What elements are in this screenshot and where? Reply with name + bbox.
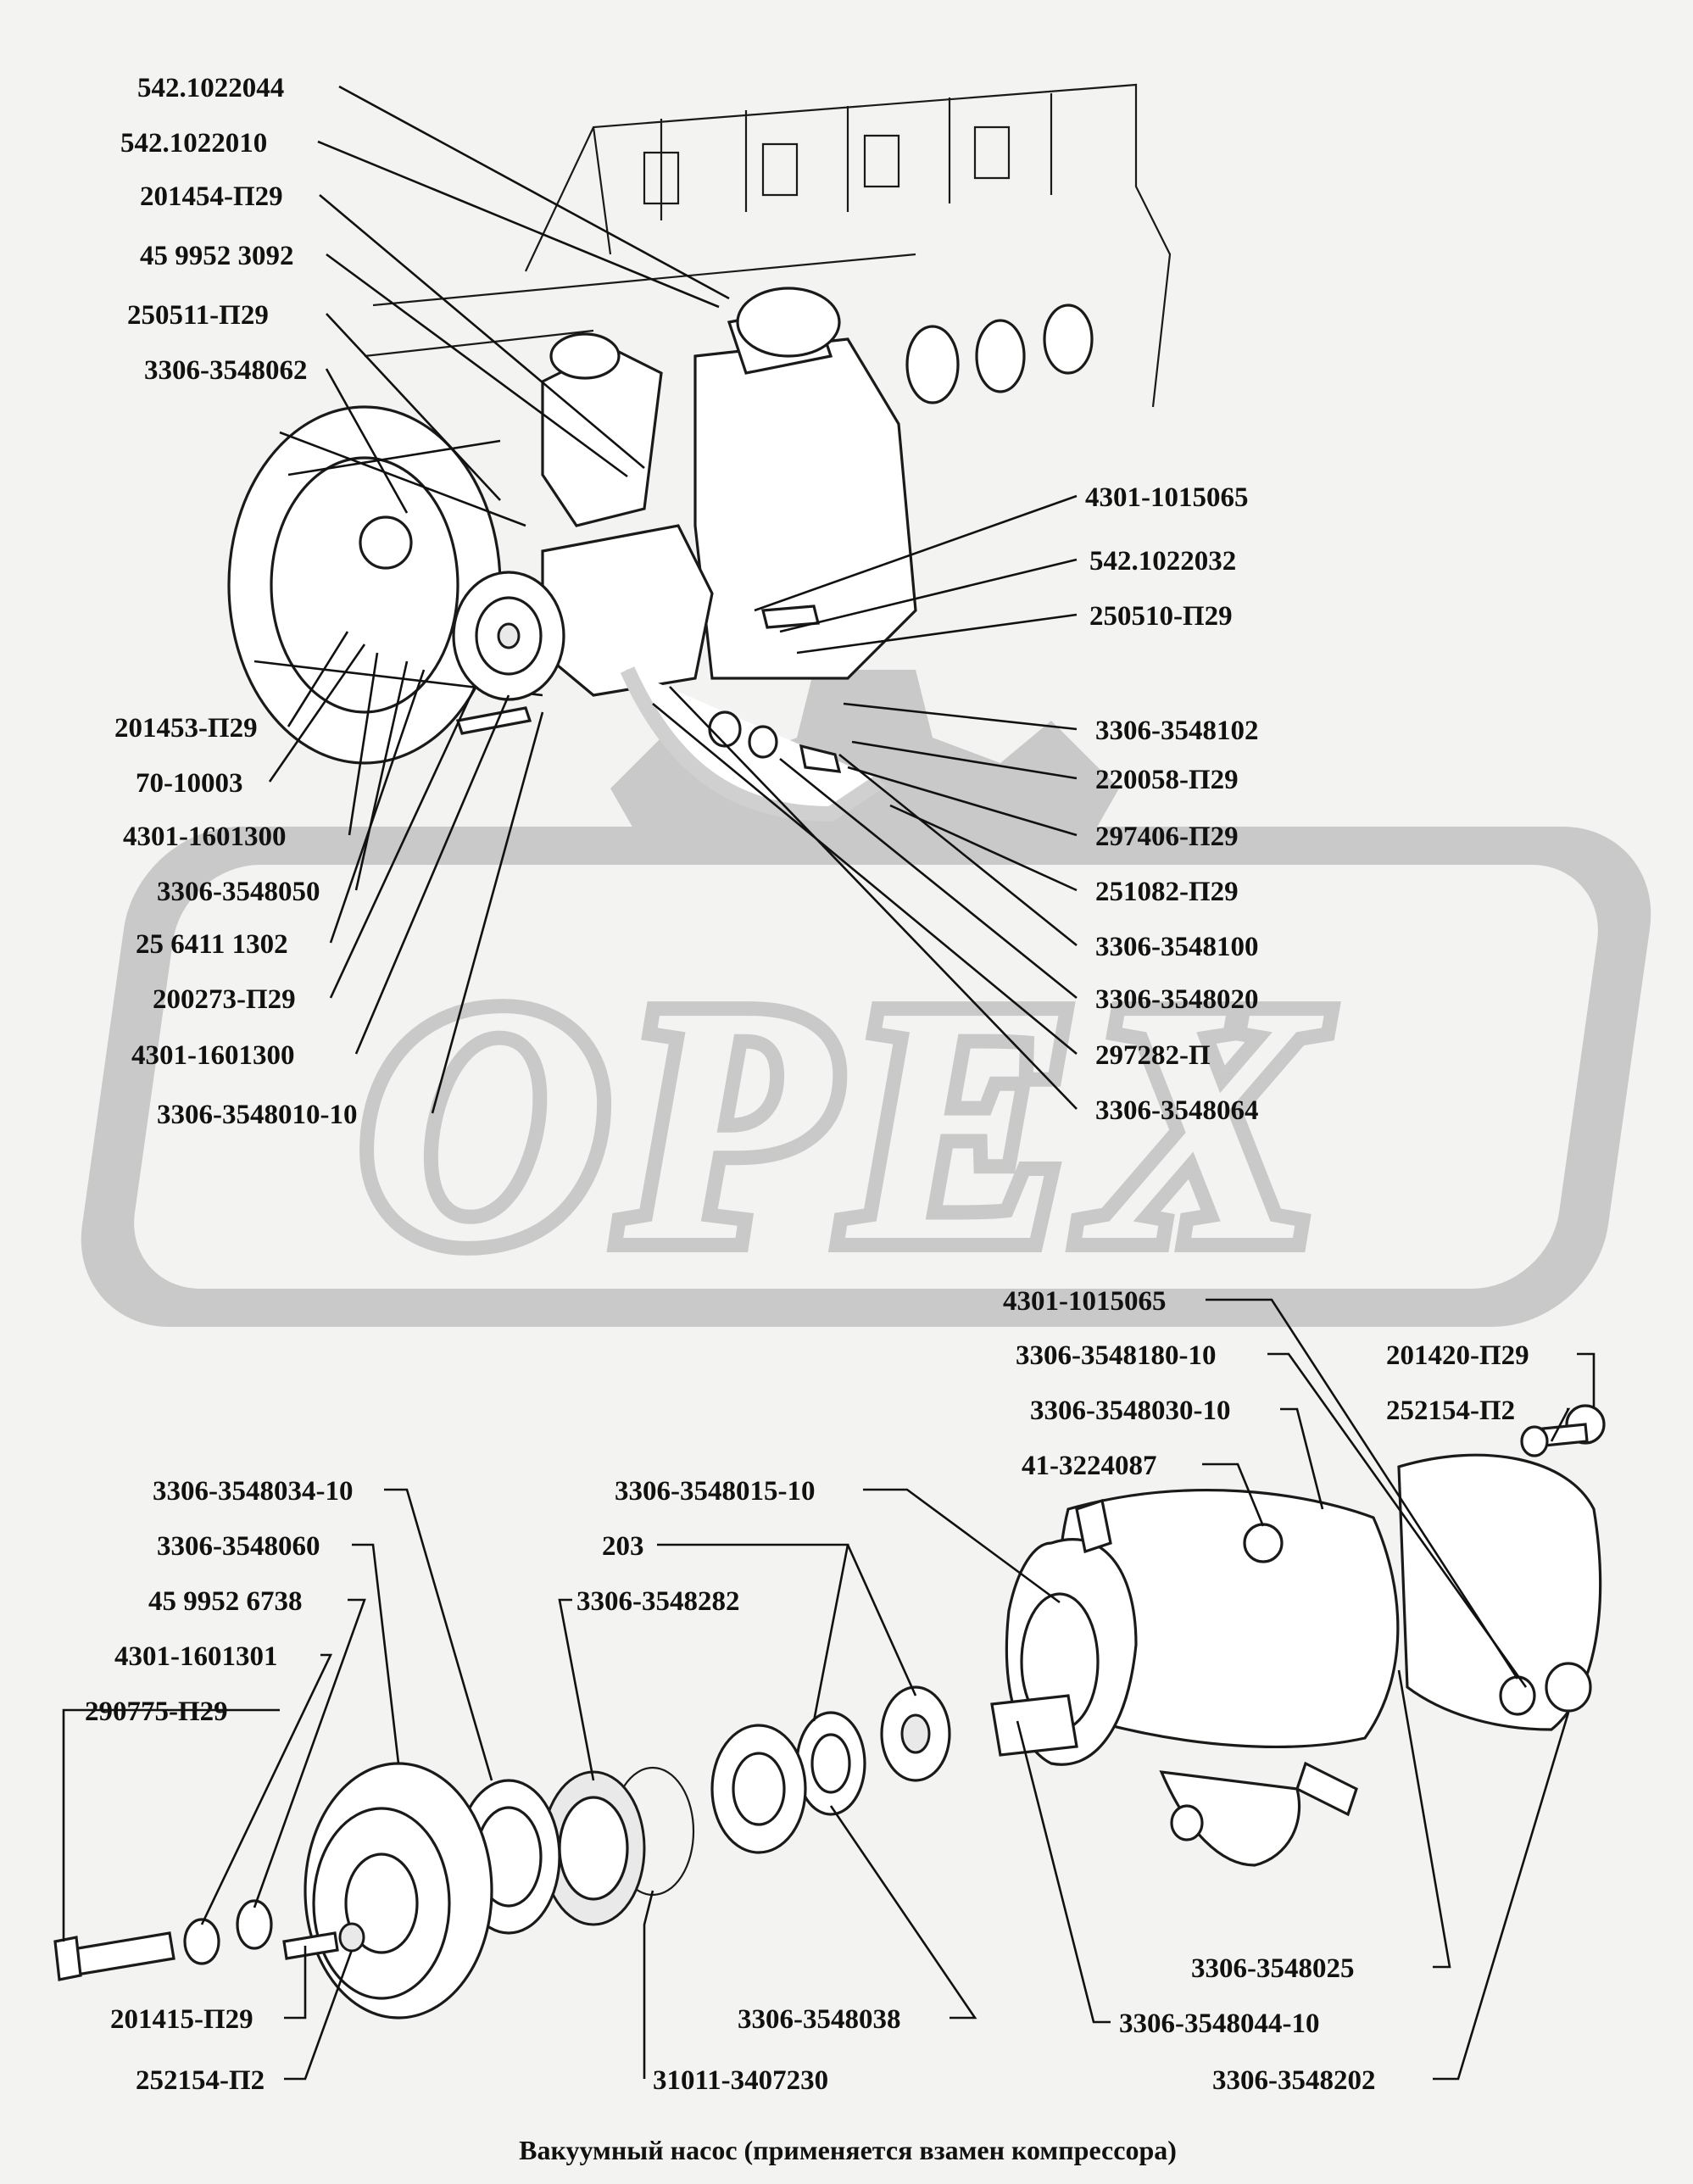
part-label: 3306-3548180-10	[1016, 1340, 1216, 1371]
opex-watermark: OPEX	[81, 670, 1651, 1327]
part-label: 3306-3548025	[1191, 1953, 1355, 1984]
part-label: 542.1022044	[137, 73, 284, 103]
part-label: 3306-3548064	[1095, 1095, 1259, 1126]
part-label: 31011-3407230	[653, 2065, 828, 2096]
part-label: 4301-1015065	[1085, 482, 1249, 513]
part-label: 542.1022010	[120, 128, 267, 159]
part-label: 220058-П29	[1095, 765, 1239, 795]
part-label: 251082-П29	[1095, 877, 1239, 907]
part-label: 4301-1601300	[131, 1040, 295, 1071]
part-label: 3306-3548030-10	[1030, 1396, 1230, 1426]
part-label: 542.1022032	[1089, 546, 1236, 577]
part-label: 3306-3548202	[1212, 2065, 1376, 2096]
part-label: 297406-П29	[1095, 822, 1239, 852]
part-label: 3306-3548100	[1095, 932, 1259, 962]
part-label: 252154-П2	[136, 2065, 265, 2096]
part-label: 250511-П29	[127, 300, 269, 331]
part-label: 3306-3548034-10	[153, 1476, 353, 1507]
part-label: 3306-3548020	[1095, 984, 1259, 1015]
watermark-text: OPEX	[362, 936, 1334, 1312]
exploded-pump-drawing	[53, 1404, 1606, 2020]
part-label: 3306-3548102	[1095, 716, 1259, 746]
part-label: 250510-П29	[1089, 601, 1233, 632]
part-label: 297282-П	[1095, 1040, 1211, 1071]
part-label: 3306-3548044-10	[1119, 2008, 1319, 2039]
part-label: 201453-П29	[114, 713, 258, 744]
part-labels: 542.1022044 542.1022010 201454-П29 45 99…	[85, 73, 1529, 2096]
part-label: 3306-3548060	[157, 1531, 320, 1562]
figure-caption: Вакуумный насос (применяется взамен комп…	[519, 2135, 1177, 2165]
part-label: 45 9952 3092	[140, 241, 294, 271]
part-label: 3306-3548015-10	[615, 1476, 815, 1507]
part-label: 25 6411 1302	[136, 929, 288, 960]
leader-lines	[62, 85, 1596, 2081]
part-label: 3306-3548038	[738, 2004, 901, 2035]
part-label: 201454-П29	[140, 181, 283, 212]
part-label: 3306-3548282	[576, 1586, 740, 1617]
part-label: 4301-1601301	[114, 1641, 278, 1672]
part-label: 201415-П29	[110, 2004, 253, 2035]
part-label: 3306-3548062	[144, 355, 308, 386]
part-label: 200273-П29	[153, 984, 296, 1015]
part-label: 3306-3548050	[157, 877, 320, 907]
part-label: 290775-П29	[85, 1696, 228, 1727]
part-label: 4301-1015065	[1003, 1286, 1167, 1317]
part-label: 203	[602, 1531, 644, 1562]
part-label: 3306-3548010-10	[157, 1100, 357, 1130]
part-label: 41-3224087	[1022, 1451, 1157, 1481]
part-label: 45 9952 6738	[148, 1586, 303, 1617]
part-label: 201420-П29	[1386, 1340, 1529, 1371]
engine-assembly-drawing	[227, 83, 1172, 822]
part-label: 70-10003	[136, 768, 243, 799]
part-label: 4301-1601300	[123, 822, 287, 852]
part-label: 252154-П2	[1386, 1396, 1515, 1426]
